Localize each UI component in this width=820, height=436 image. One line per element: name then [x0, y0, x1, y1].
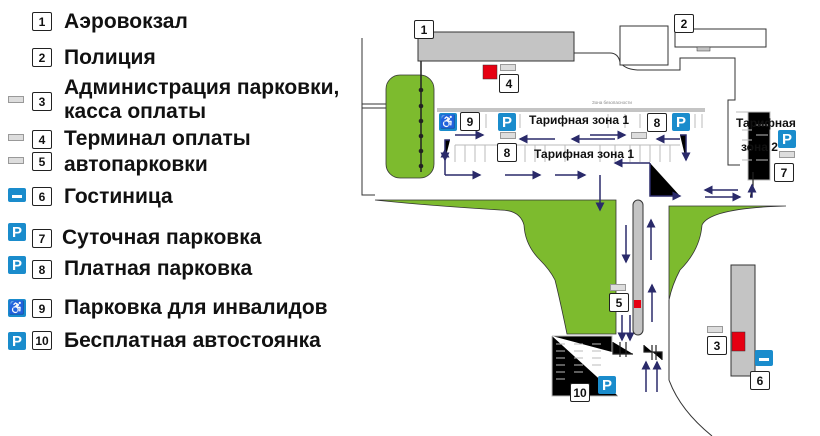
parking-p-icon: P	[598, 376, 616, 394]
marker-1: 1	[414, 20, 434, 39]
green-island	[385, 74, 435, 179]
legend-label-cashier: касса оплаты	[64, 100, 207, 123]
tariff-zone-1-bottom: Тарифная зона 1	[534, 147, 635, 161]
walkway-dots	[418, 87, 424, 169]
payment-sign-icon	[500, 132, 516, 139]
legend-num-1: 1	[32, 12, 52, 31]
parking-p-icon: P	[8, 256, 26, 274]
marker-6: 6	[750, 371, 770, 390]
police-building	[674, 28, 767, 48]
median-strip	[632, 199, 644, 336]
admin-office-3	[731, 331, 746, 352]
legend-num-3: 3	[32, 92, 52, 111]
hotel-bed-icon: ▬	[755, 350, 773, 366]
parking-p-icon: P	[8, 223, 26, 241]
daily-parking-sign-icon	[779, 151, 795, 158]
marker-7: 7	[774, 163, 794, 182]
legend-label-airport: Аэровокзал	[64, 10, 188, 33]
legend-num-8: 8	[32, 260, 52, 279]
building-outline	[619, 25, 669, 66]
tariff-zone-2-line2: зона 2	[741, 140, 778, 154]
payment-sign-icon	[631, 132, 647, 139]
marker-5: 5	[609, 293, 629, 312]
legend-num-2: 2	[32, 48, 52, 67]
legend-label-paid-parking: Платная парковка	[64, 257, 253, 280]
legend-num-10: 10	[32, 331, 52, 350]
legend-label-daily-parking: Суточная парковка	[62, 226, 262, 249]
payment-sign-icon	[500, 64, 516, 71]
payment-sign-icon	[610, 284, 626, 291]
parking-p-icon: P	[672, 113, 690, 131]
legend-label-free-parking: Бесплатная автостоянка	[64, 329, 321, 352]
parking-p-icon: P	[8, 332, 26, 350]
marker-3: 3	[707, 336, 727, 355]
payment-sign-icon	[707, 326, 723, 333]
legend-num-7: 7	[32, 229, 52, 248]
legend-label-disabled-parking: Парковка для инвалидов	[64, 296, 328, 319]
legend-label-hotel: Гостиница	[64, 185, 173, 208]
marker-2: 2	[674, 14, 694, 33]
wheelchair-icon: ♿	[439, 113, 457, 131]
hotel-building	[730, 264, 756, 377]
legend-num-9: 9	[32, 299, 52, 318]
marker-9: 9	[460, 112, 480, 131]
legend-num-5: 5	[32, 152, 52, 171]
green-area-right	[668, 205, 787, 301]
payment-sign-icon	[8, 134, 24, 141]
hotel-bed-icon: ▬	[8, 188, 26, 202]
terminal-building	[417, 31, 575, 62]
safety-zone-label: Зона безопасности	[592, 100, 632, 105]
legend-label-autoparking: автопарковки	[64, 153, 208, 176]
legend-label-admin: Администрация парковки,	[64, 76, 340, 99]
legend-label-terminal: Терминал оплаты	[64, 127, 251, 150]
marker-10: 10	[570, 383, 590, 402]
safety-zone-bar	[437, 108, 705, 112]
marker-8: 8	[647, 113, 667, 132]
marker-4: 4	[499, 74, 519, 93]
payment-terminal-5	[634, 300, 641, 308]
tariff-zone-1-top: Тарифная зона 1	[529, 113, 630, 127]
police-entrance	[696, 46, 711, 52]
marker-8: 8	[497, 143, 517, 162]
wheelchair-icon: ♿	[8, 299, 26, 317]
payment-sign-icon	[8, 157, 24, 164]
payment-sign-icon	[8, 96, 24, 103]
legend-label-police: Полиция	[64, 46, 156, 69]
legend-num-4: 4	[32, 130, 52, 149]
traffic-arrows	[440, 130, 757, 392]
parking-p-icon: P	[498, 113, 516, 131]
parking-p-icon: P	[778, 130, 796, 148]
green-area-left	[374, 199, 617, 335]
tariff-zone-2-line1: Тарифная	[736, 116, 796, 130]
legend-num-6: 6	[32, 187, 52, 206]
payment-terminal-4	[482, 64, 498, 80]
